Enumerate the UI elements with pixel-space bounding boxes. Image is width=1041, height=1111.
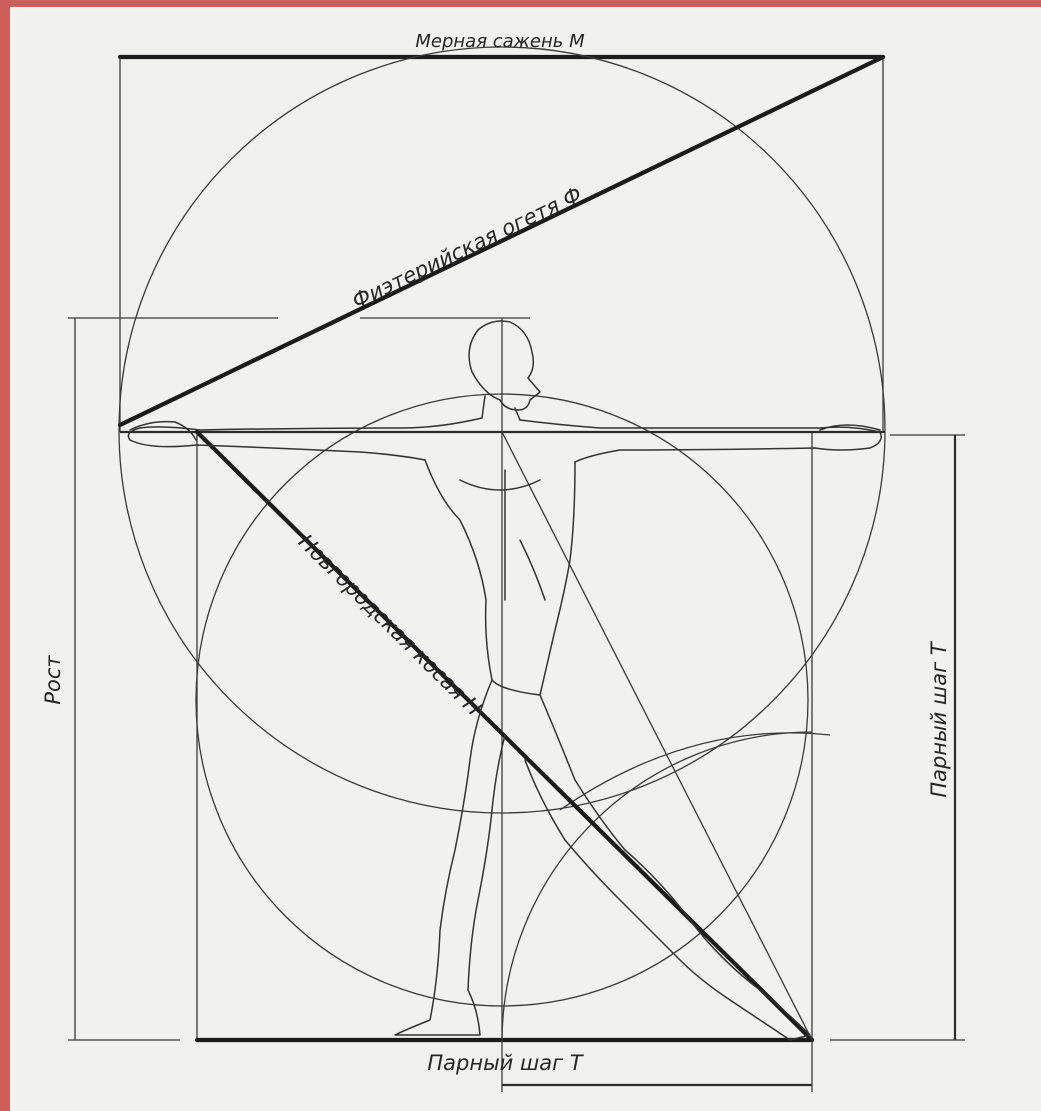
label-top: Мерная сажень М [415,31,585,52]
wave-arc [560,733,830,810]
label-diagonal-main: Новгородская косая Н [294,530,487,721]
human-figure [128,321,881,1040]
label-bottom: Парный шаг Т [427,1051,584,1075]
label-left-vertical: Рост [41,655,65,705]
label-right-vertical: Парный шаг Т [927,640,951,797]
label-diagonal-top: Фиэтерийская огетя Ф [348,182,585,313]
